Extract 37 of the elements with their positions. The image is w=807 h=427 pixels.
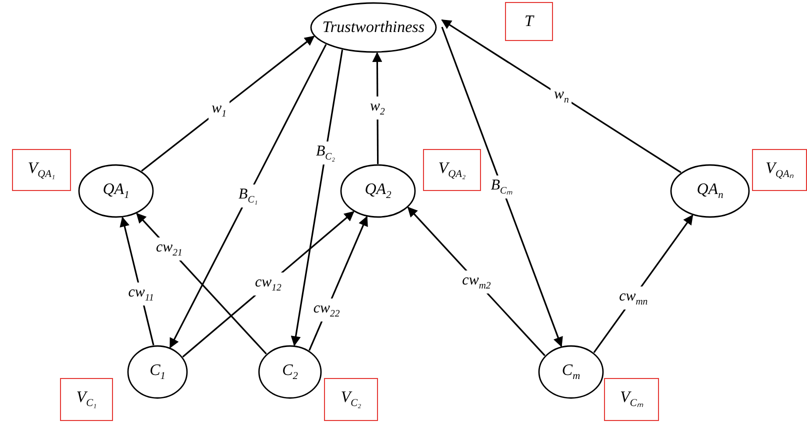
variable-box xyxy=(604,378,659,421)
node-label: V$_{QA₁}$ xyxy=(28,160,56,180)
arrow xyxy=(441,26,563,348)
node-ellipse xyxy=(258,345,322,399)
node-ellipse xyxy=(340,164,416,218)
node-label: QA$_{2}$ xyxy=(364,180,392,202)
node-label: T xyxy=(524,12,534,30)
node-label: C$_{m}$ xyxy=(562,362,580,382)
edge-label: w$_{2}$ xyxy=(367,96,388,120)
node-label: V$_{C₁}$ xyxy=(76,389,97,410)
node-label: Trustworthiness xyxy=(322,18,425,36)
arrow xyxy=(372,52,382,164)
node-ellipse xyxy=(670,164,750,218)
node-label: QA$_{n}$ xyxy=(696,180,724,202)
node-label: V$_{Cₘ}$ xyxy=(620,389,643,410)
node-label: V$_{QA₂}$ xyxy=(438,160,466,180)
variable-box xyxy=(752,149,807,191)
arrow xyxy=(290,50,344,346)
edge-label: cw$_{12}$ xyxy=(252,272,284,296)
edge-label: w$_{1}$ xyxy=(208,98,230,122)
arrow xyxy=(169,44,327,348)
node-ellipse xyxy=(127,345,188,399)
variable-box xyxy=(12,149,71,191)
variable-box xyxy=(423,149,481,191)
arrow xyxy=(141,36,315,172)
variable-box xyxy=(60,378,113,421)
node-ellipse xyxy=(78,164,154,218)
arrow xyxy=(441,19,682,174)
node-label: C$_{1}$ xyxy=(150,362,166,382)
variable-box xyxy=(324,378,378,421)
node-ellipse xyxy=(538,345,604,399)
node-label: QA$_{1}$ xyxy=(102,180,130,202)
node-ellipse xyxy=(310,2,437,53)
node-label: V$_{QAₙ}$ xyxy=(766,160,794,180)
variable-box xyxy=(505,2,553,41)
node-label: V$_{C₂}$ xyxy=(340,389,362,410)
node-label: C$_{2}$ xyxy=(282,362,298,382)
